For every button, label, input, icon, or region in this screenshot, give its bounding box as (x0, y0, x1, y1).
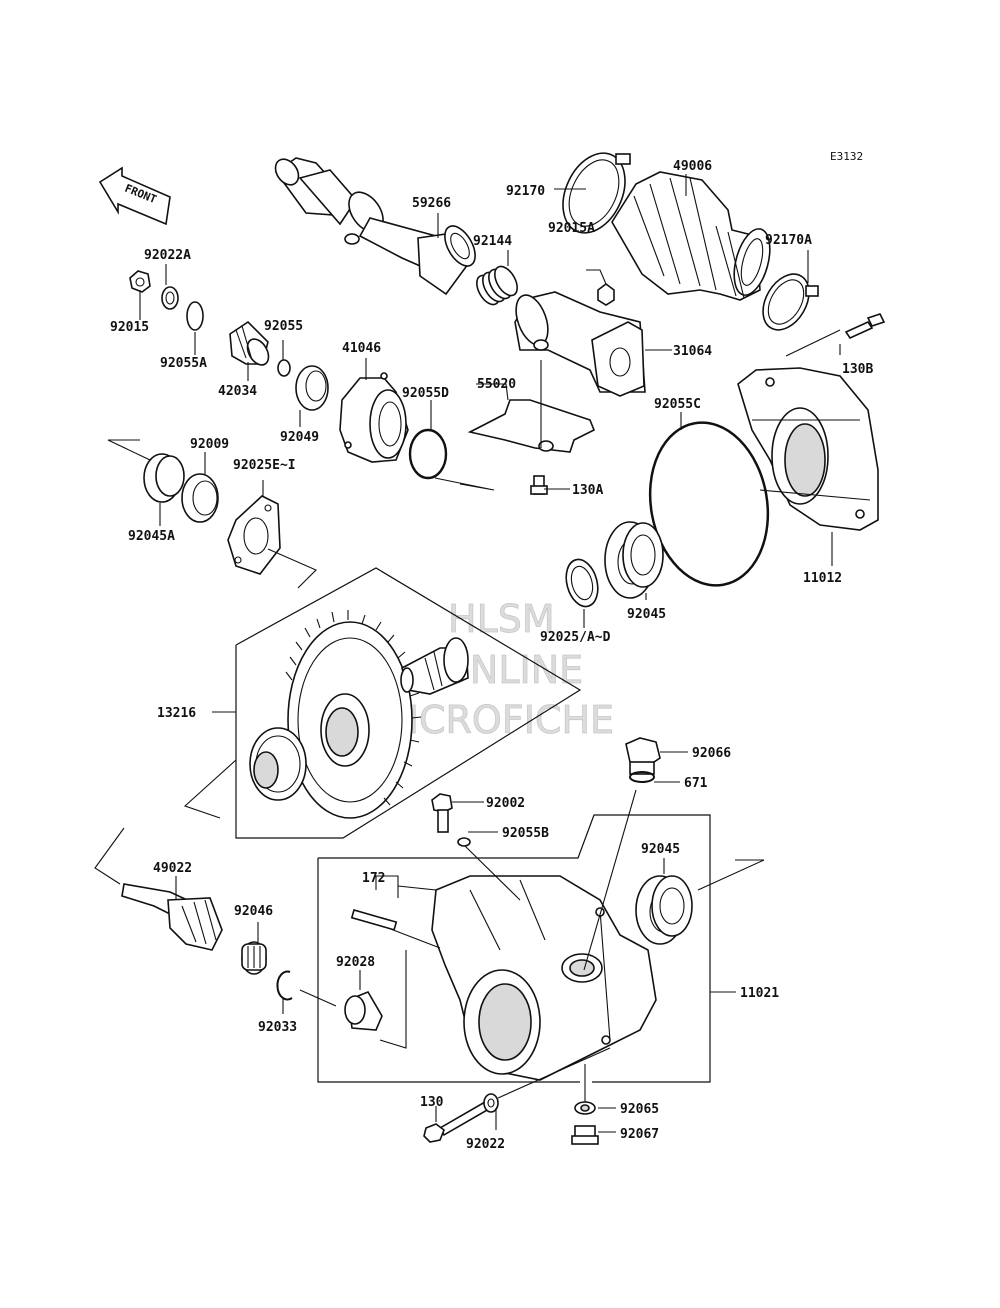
gear-42034[interactable] (229, 320, 273, 369)
label-92022[interactable]: 92022 (466, 1137, 505, 1152)
pinion-49022[interactable] (94, 827, 223, 951)
clamp-92170[interactable] (551, 143, 637, 243)
o-ring-92055A[interactable] (186, 301, 204, 331)
watermark-line-1: HLSM (448, 597, 555, 641)
watermark-line-3: MICROFICHE (375, 698, 614, 742)
label-49006[interactable]: 49006 (673, 159, 712, 174)
leader-lines (107, 174, 841, 1133)
plug-92066[interactable] (625, 737, 661, 775)
label-92002[interactable]: 92002 (486, 796, 525, 811)
needle-bearing-92046[interactable] (241, 941, 267, 975)
housing-41046[interactable] (339, 372, 409, 463)
label-92025AD[interactable]: 92025/A~D (540, 630, 611, 645)
label-92033[interactable]: 92033 (258, 1020, 297, 1035)
label-92055D[interactable]: 92055D (402, 386, 449, 401)
label-172[interactable]: 172 (362, 871, 385, 886)
nut-92015A[interactable] (597, 283, 615, 306)
label-13216[interactable]: 13216 (157, 706, 196, 721)
label-31064[interactable]: 31064 (673, 344, 712, 359)
bearing-92045-lower[interactable] (635, 859, 765, 945)
label-11012[interactable]: 11012 (803, 571, 842, 586)
collar-92028[interactable] (344, 991, 383, 1031)
clamp-92170A[interactable] (754, 266, 819, 338)
seal-92009[interactable] (181, 473, 219, 523)
washer-92022[interactable] (483, 1093, 499, 1113)
label-42034[interactable]: 42034 (218, 384, 257, 399)
gear-set-13216[interactable] (183, 567, 582, 839)
label-92046[interactable]: 92046 (234, 904, 273, 919)
bolt-130A[interactable] (530, 475, 548, 495)
label-130B[interactable]: 130B (842, 362, 873, 377)
boot-49006[interactable] (611, 171, 776, 301)
washer-92022A[interactable] (161, 286, 179, 310)
o-ring-92055D[interactable] (408, 428, 448, 480)
label-55020[interactable]: 55020 (477, 377, 516, 392)
case-cover-11012[interactable] (737, 367, 879, 531)
label-92055C[interactable]: 92055C (654, 397, 701, 412)
label-49022[interactable]: 49022 (153, 861, 192, 876)
bolt-130B[interactable] (844, 313, 886, 340)
label-92170A[interactable]: 92170A (765, 233, 812, 248)
part-number-labels: 49006 92170 59266 92144 92015A 92170A 92… (110, 159, 873, 1152)
o-ring-92055C[interactable] (638, 413, 781, 595)
label-92009[interactable]: 92009 (190, 437, 229, 452)
spring-92144[interactable] (472, 263, 522, 309)
gasket-671[interactable] (629, 771, 655, 783)
o-ring-92055B[interactable] (457, 837, 471, 847)
label-92055A[interactable]: 92055A (160, 356, 207, 371)
label-59266[interactable]: 59266 (412, 196, 451, 211)
label-671[interactable]: 671 (684, 776, 708, 791)
label-41046[interactable]: 41046 (342, 341, 381, 356)
bearing-92045A[interactable] (143, 453, 185, 503)
label-92144[interactable]: 92144 (473, 234, 512, 249)
circlip-92033[interactable] (276, 970, 293, 1001)
label-130[interactable]: 130 (420, 1095, 444, 1110)
label-92045A[interactable]: 92045A (128, 529, 175, 544)
label-92055B[interactable]: 92055B (502, 826, 549, 841)
o-ring-92055[interactable] (277, 359, 291, 377)
label-92045-lower[interactable]: 92045 (641, 842, 680, 857)
label-92015A[interactable]: 92015A (548, 221, 595, 236)
cover-55020[interactable] (467, 399, 596, 453)
watermark: HLSM ONLINE MICROFICHE (375, 597, 615, 743)
washer-92065[interactable] (574, 1101, 596, 1115)
bearing-92045-upper[interactable] (604, 521, 664, 599)
diagram-code: E3132 (830, 150, 863, 163)
label-92028[interactable]: 92028 (336, 955, 375, 970)
label-92022A[interactable]: 92022A (144, 248, 191, 263)
label-92066[interactable]: 92066 (692, 746, 731, 761)
label-92067[interactable]: 92067 (620, 1127, 659, 1142)
label-92170[interactable]: 92170 (506, 184, 545, 199)
housing-31064[interactable] (510, 291, 646, 397)
label-92049[interactable]: 92049 (280, 430, 319, 445)
label-11021[interactable]: 11021 (740, 986, 779, 1001)
shim-92025EI[interactable] (227, 495, 281, 575)
shim-92025AD[interactable] (561, 556, 602, 610)
label-130A[interactable]: 130A (572, 483, 603, 498)
seal-92049[interactable] (295, 365, 329, 411)
final-gear-case-11021[interactable] (317, 814, 711, 1083)
label-92025EI[interactable]: 92025E~I (233, 458, 296, 473)
front-arrow-icon: FRONT (98, 166, 171, 226)
drive-shaft-59266[interactable] (271, 155, 482, 296)
label-92065[interactable]: 92065 (620, 1102, 659, 1117)
bolt-92002[interactable] (431, 793, 453, 833)
stud-172[interactable] (350, 909, 398, 931)
label-92015[interactable]: 92015 (110, 320, 149, 335)
nut-92015[interactable] (129, 270, 151, 293)
label-92055[interactable]: 92055 (264, 319, 303, 334)
label-92045-upper[interactable]: 92045 (627, 607, 666, 622)
drain-plug-92067[interactable] (571, 1125, 599, 1145)
